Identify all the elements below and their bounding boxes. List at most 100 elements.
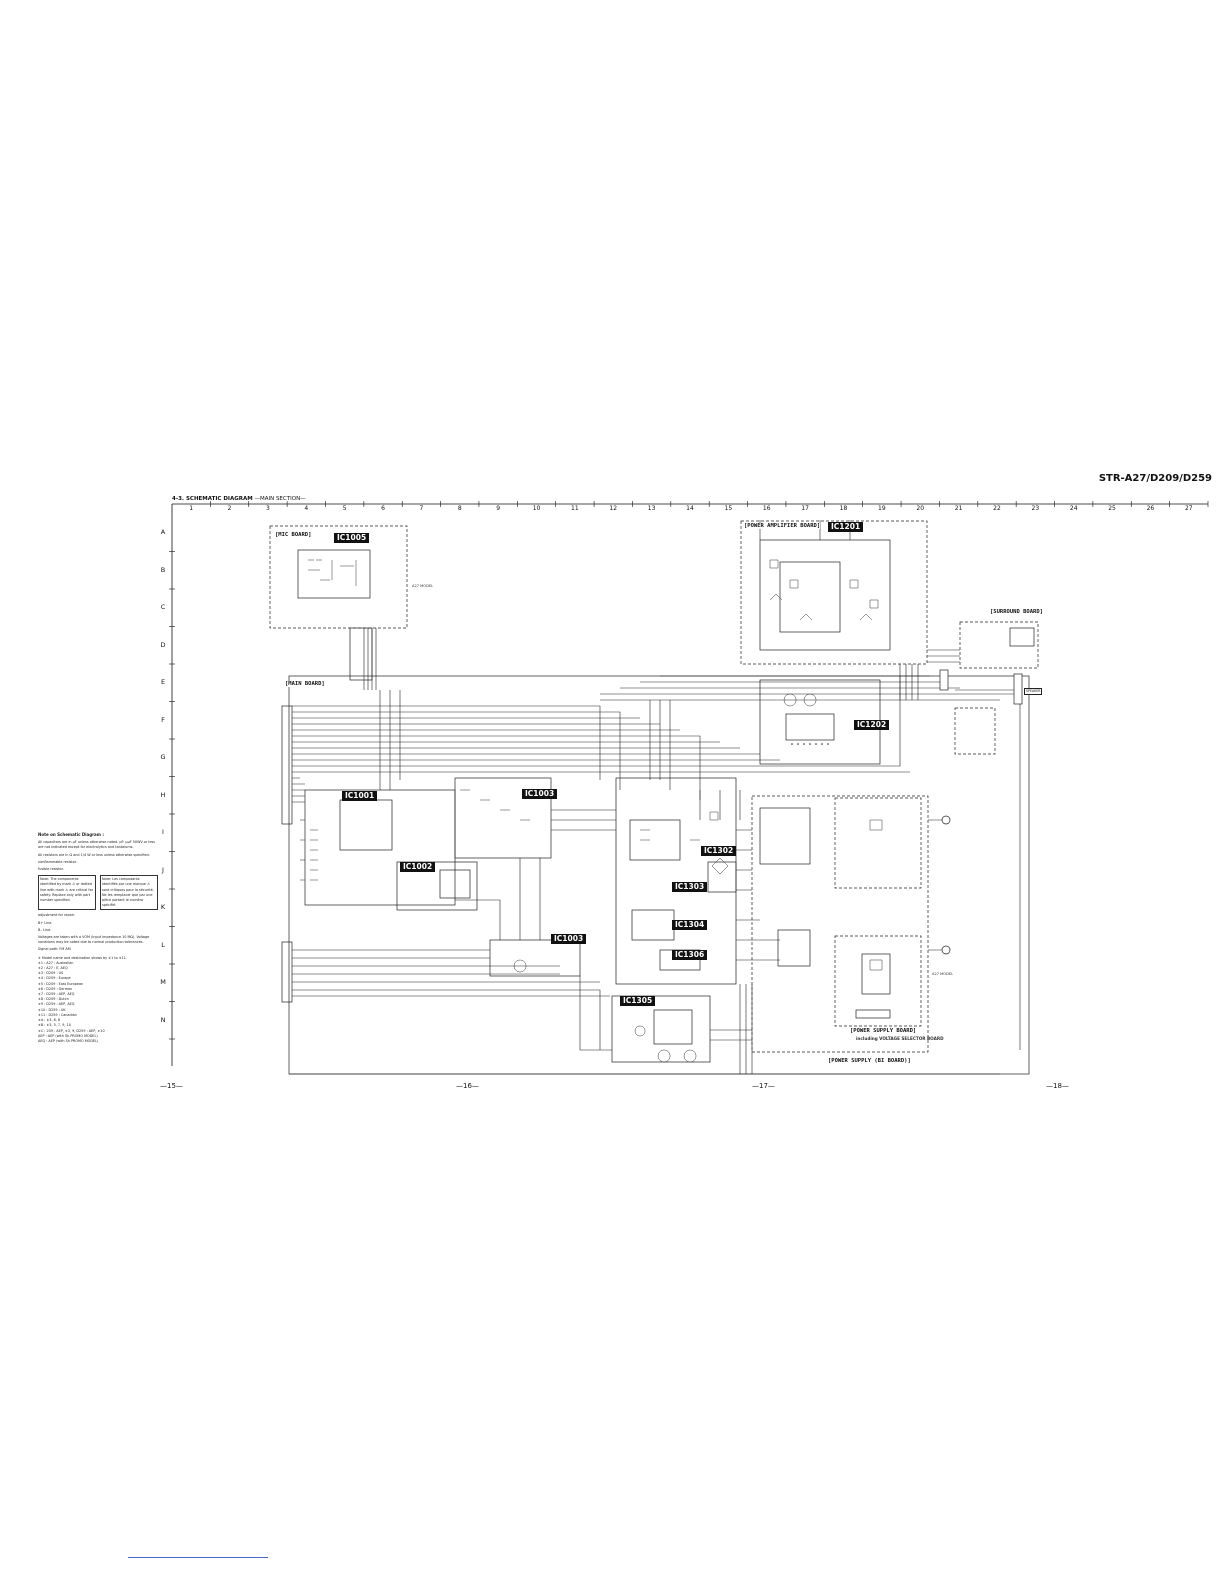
safety-note-en: Note: The components identified by mark …: [38, 875, 96, 911]
row-letter: H: [160, 790, 166, 799]
destination-item: ∗1 : A27 : Australian: [38, 960, 74, 965]
schematic-notes: Note on Schematic Diagram : All capacito…: [38, 832, 158, 1044]
row-letter: B: [160, 565, 166, 574]
note-item: fusible resistor.: [38, 867, 64, 872]
destination-item: ∗8 : D209 : Dutch: [38, 997, 69, 1002]
destination-item: ∗B : ∗3, 5, 7, 9, 10: [38, 1023, 71, 1028]
page-number: —18—: [1046, 1082, 1069, 1090]
page-number: —17—: [752, 1082, 775, 1090]
footer-link[interactable]: [128, 1557, 268, 1558]
column-number: 8: [457, 505, 462, 512]
ic-label: IC1303: [672, 882, 708, 892]
column-number: 4: [304, 505, 309, 512]
note-extra: Voltages are taken with a VOM (Input imp…: [38, 935, 150, 945]
safety-note-box: Note: The components identified by mark …: [38, 875, 158, 911]
destination-item: AEP : AEP (with Sh PROMO MODEL): [38, 1033, 98, 1038]
mic-board-label: [MIC BOARD]: [275, 532, 312, 538]
destination-item: ∗ Model name and destination shows by ∗1…: [38, 955, 128, 960]
row-letter: J: [162, 865, 164, 874]
ic-label: IC1003: [522, 789, 558, 799]
notes-list: All capacitors are in μF unless otherwis…: [38, 840, 158, 872]
column-number: 18: [839, 505, 848, 512]
destination-item: ∗11 : D259 : Canadian: [38, 1012, 77, 1017]
row-letter: L: [161, 940, 165, 949]
ic-label: IC1002: [400, 862, 436, 872]
column-number: 27: [1184, 505, 1193, 512]
row-letter: M: [160, 978, 166, 986]
row-letter: K: [160, 903, 166, 911]
row-letter: F: [161, 715, 165, 724]
column-number: 20: [916, 505, 925, 512]
destination-item: ∗6 : D209 : German: [38, 986, 73, 991]
ic-label: IC1302: [701, 846, 737, 856]
note-extra: B+ Line.: [38, 920, 53, 925]
note-item: nonflammable resistor.: [38, 859, 77, 864]
column-number: 16: [762, 505, 771, 512]
destination-item: ∗A : ∗3, 6, 8: [38, 1018, 61, 1023]
column-number: 23: [1031, 505, 1040, 512]
row-letter: I: [162, 828, 164, 836]
ic-label: IC1304: [672, 920, 708, 930]
column-number: 24: [1069, 505, 1078, 512]
page-number: —16—: [456, 1082, 479, 1090]
surround-board-label: [SURROUND BOARD]: [990, 609, 1043, 615]
note-item: All capacitors are in μF unless otherwis…: [38, 840, 155, 850]
ic-label: IC1202: [854, 720, 890, 730]
section-title: 4-3. SCHEMATIC DIAGRAM —MAIN SECTION—: [172, 496, 306, 502]
row-letter: E: [160, 678, 166, 686]
ic-label: IC1001: [342, 791, 378, 801]
column-number: 15: [724, 505, 733, 512]
destination-item: ∗3 : D209 : US: [38, 971, 64, 976]
power-supply-note: including VOLTAGE SELECTOR BOARD: [856, 1036, 944, 1041]
destination-item: ∗5 : D209 : East European: [38, 981, 84, 986]
row-letter: C: [160, 603, 166, 611]
row-letter: D: [160, 640, 166, 649]
power-amp-board-label: [POWER AMPLIFIER BOARD]: [744, 523, 821, 529]
row-letter: G: [160, 753, 166, 761]
column-number: 11: [571, 505, 579, 512]
destination-item: ∗2 : A27 : E, AEQ: [38, 966, 68, 971]
column-number: 17: [801, 505, 809, 512]
column-number: 25: [1108, 505, 1116, 512]
column-number: 1: [189, 505, 194, 512]
row-letter: N: [160, 1015, 166, 1024]
destination-item: ∗C : 209 : AEP, ∗3, 9, D259 : AEP, ∗10: [38, 1028, 105, 1033]
column-number: 2: [227, 505, 232, 512]
ic-label: IC1201: [828, 522, 864, 532]
column-number: 19: [878, 505, 886, 512]
note-extra: Signal path: FM AM: [38, 947, 71, 952]
column-number: 22: [993, 505, 1001, 512]
column-number: 7: [419, 505, 424, 512]
note-extra: adjustment for repair.: [38, 913, 75, 918]
a27-model-note: A27 MODEL: [932, 972, 954, 976]
model-title: STR-A27/D209/D259: [1098, 473, 1212, 484]
column-number: 6: [381, 505, 385, 512]
column-number: 13: [647, 505, 656, 512]
column-number: 9: [496, 505, 501, 512]
column-number: 3: [266, 505, 270, 512]
main-board-label: [MAIN BOARD]: [285, 681, 325, 687]
notes-title: Note on Schematic Diagram :: [38, 832, 104, 837]
column-number: 5: [342, 505, 347, 512]
destination-item: ∗4 : D209 : Europe: [38, 976, 71, 981]
page-number: —15—: [160, 1082, 183, 1090]
ic-label: IC1005: [334, 533, 370, 543]
speaker-label: SPEAKER: [1024, 688, 1043, 695]
note-item: All resistors are in Ω and 1/4 W or less…: [38, 852, 150, 857]
destination-list: ∗ Model name and destination shows by ∗1…: [38, 956, 158, 1044]
section-subtitle: —MAIN SECTION—: [254, 496, 306, 502]
ic-label: IC1305: [620, 996, 656, 1006]
safety-note-fr: Note: Les composants identifiés par une …: [100, 875, 158, 911]
section-title-main: 4-3. SCHEMATIC DIAGRAM: [172, 496, 253, 502]
column-number: 26: [1146, 505, 1155, 512]
destination-item: ∗7 : D259 : AEP, AEQ: [38, 992, 75, 997]
ic-label: IC1003: [551, 934, 587, 944]
ic-label: IC1306: [672, 950, 708, 960]
column-number: 14: [686, 505, 694, 512]
row-letter: A: [160, 528, 166, 536]
power-supply-bi-label: [POWER SUPPLY (BI BOARD)]: [828, 1058, 911, 1064]
column-number: 12: [609, 505, 618, 512]
power-supply-board-label: [POWER SUPPLY BOARD]: [850, 1028, 917, 1034]
destination-item: ∗10 : D259 : UK: [38, 1007, 66, 1012]
